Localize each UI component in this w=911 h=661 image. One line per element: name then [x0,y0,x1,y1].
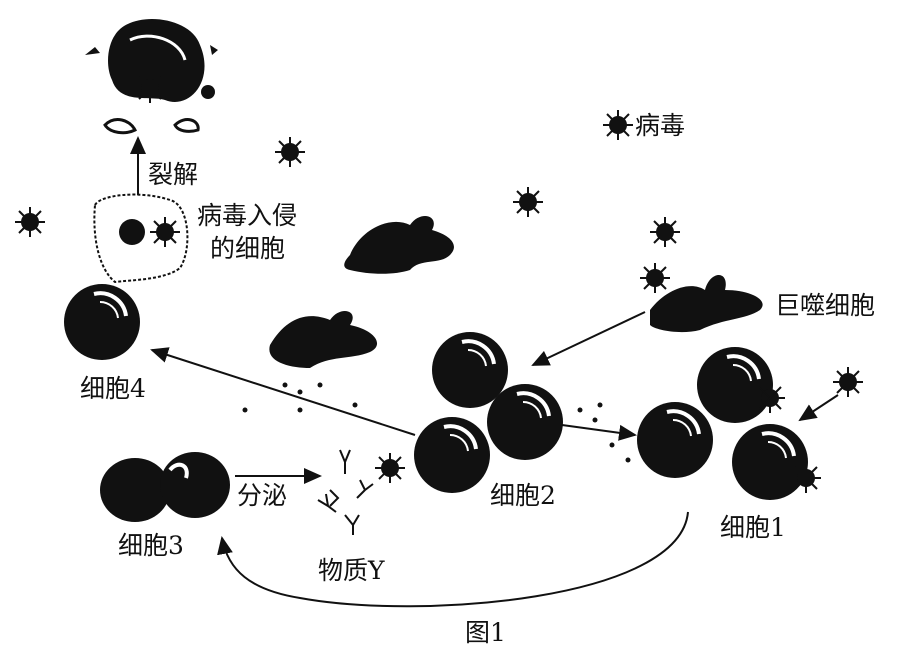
cell2-group [412,330,565,495]
label-cell2: 细胞2 [490,481,556,510]
label-secrete: 分泌 [237,481,288,510]
cell1-group [635,345,822,502]
lysed-cell-debris [85,18,218,135]
label-substance-y: 物质Y [318,556,385,585]
infected-cell [93,193,189,284]
figure-caption: 图1 [465,618,506,647]
macrophage-icons [269,215,763,368]
virus-legend-icon [603,110,633,140]
label-cell4: 细胞4 [80,374,146,403]
arrows [130,136,839,608]
secretion-dots [242,382,631,463]
label-cell3: 细胞3 [118,531,184,560]
antibody-icons [317,449,374,535]
label-cell1: 细胞1 [720,513,786,542]
label-macrophage: 巨噬细胞 [775,291,876,320]
cell4 [62,282,142,362]
label-lysis: 裂解 [148,160,199,189]
label-infected-cell-line1: 病毒入侵 [197,201,298,230]
label-virus: 病毒 [635,111,686,140]
cell3 [100,452,230,522]
label-infected-cell-line2: 的细胞 [210,234,286,263]
